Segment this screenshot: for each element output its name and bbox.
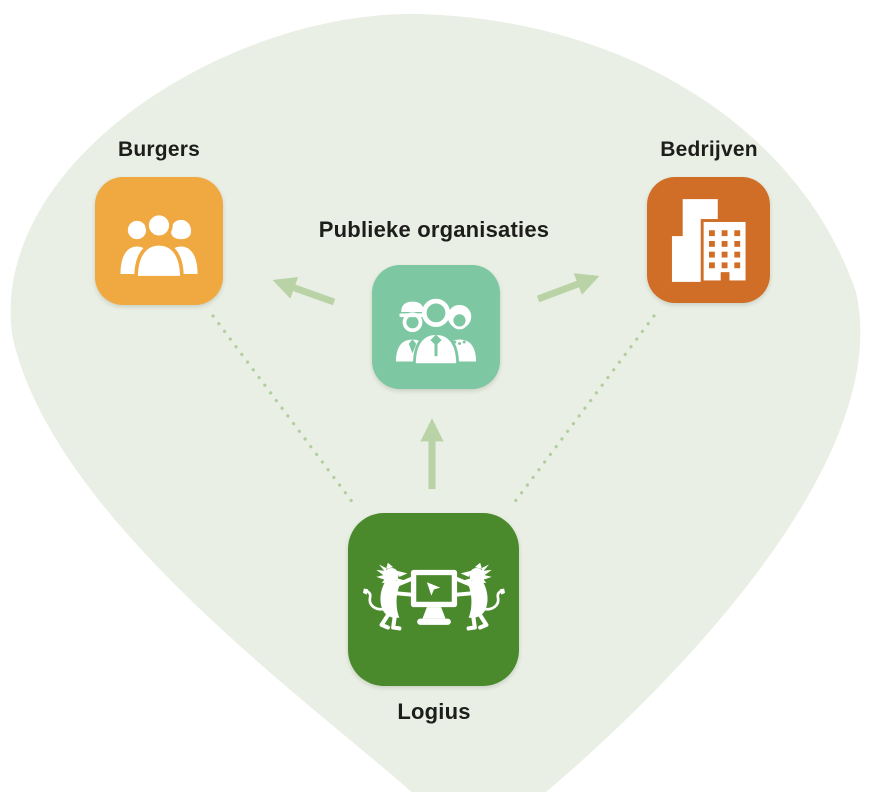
arrow-publieke-to-bedrijven xyxy=(536,273,600,303)
node-label-bedrijven: Bedrijven xyxy=(660,138,758,161)
logius-lions-monitor-icon xyxy=(363,555,505,645)
dotted-link-logius-bedrijven xyxy=(509,314,656,509)
node-tile-publieke-organisaties xyxy=(372,265,500,389)
node-tile-logius xyxy=(348,513,519,686)
node-label-logius: Logius xyxy=(397,699,471,724)
node-label-burgers: Burgers xyxy=(118,138,200,161)
node-tile-burgers xyxy=(95,177,223,305)
citizens-group-icon xyxy=(120,211,198,280)
node-label-publieke-organisaties: Publieke organisaties xyxy=(318,217,550,242)
public-servants-icon xyxy=(393,298,479,367)
arrow-publieke-to-burgers xyxy=(272,276,336,306)
office-buildings-icon xyxy=(671,199,747,283)
dotted-link-logius-burgers xyxy=(211,314,358,509)
node-tile-bedrijven xyxy=(647,177,770,303)
